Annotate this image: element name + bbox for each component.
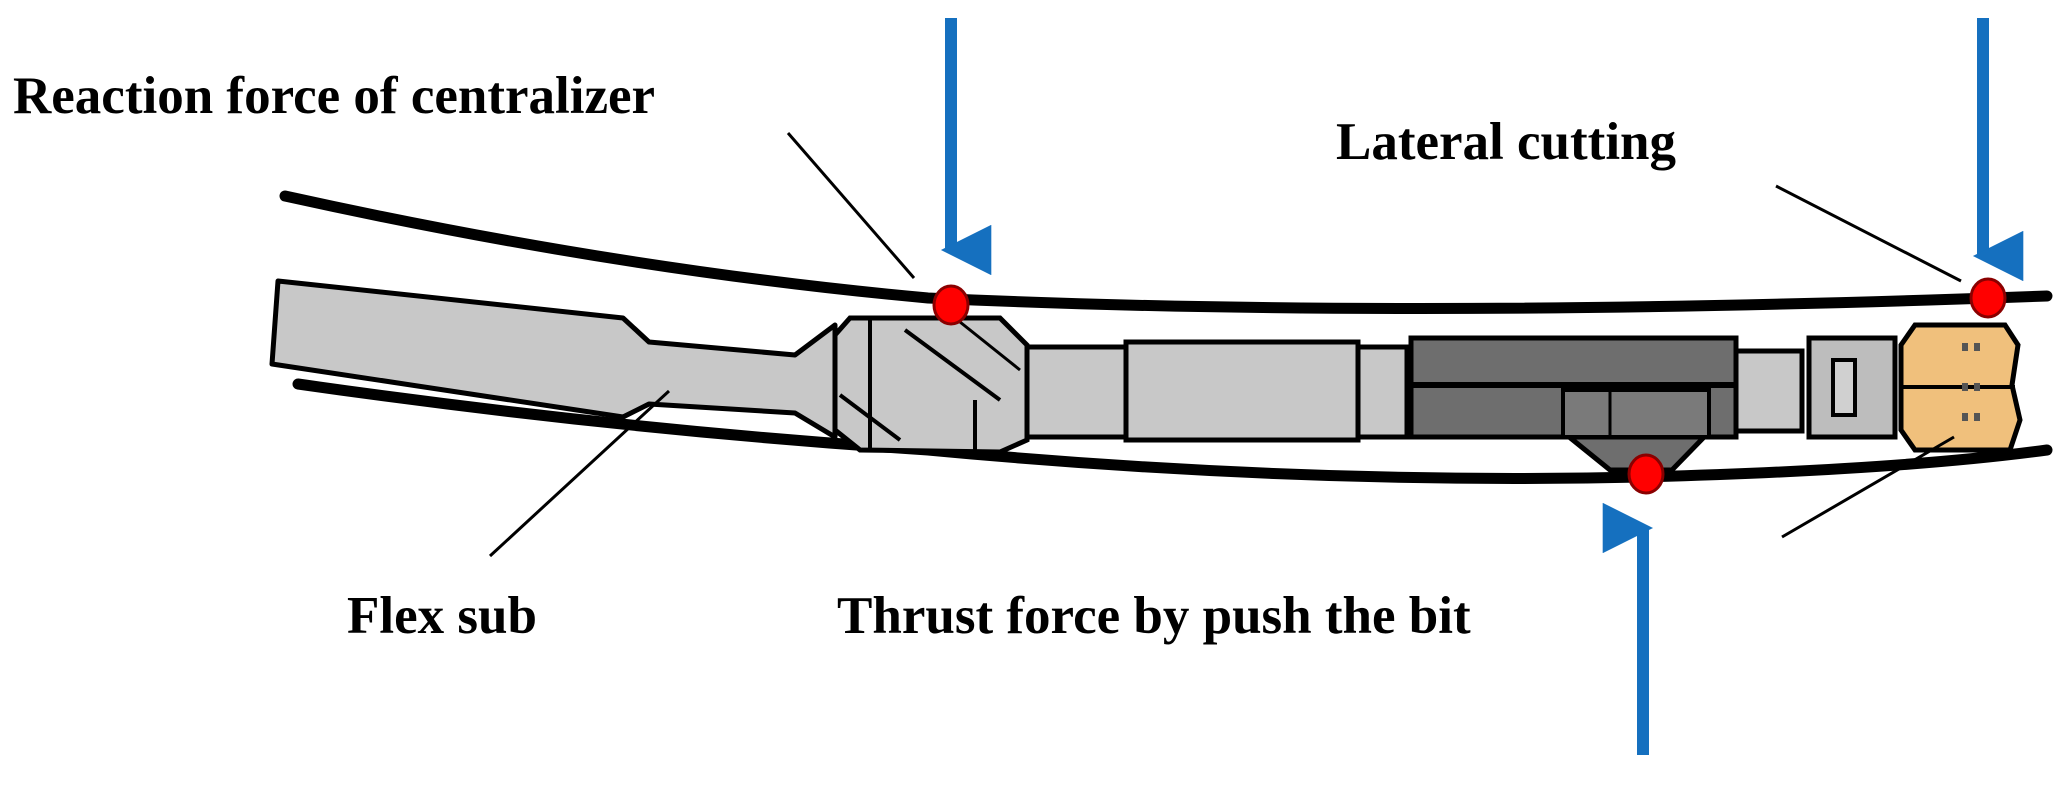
push-pad-housing [1408,335,1739,473]
leader-line-centralizer [786,132,916,279]
contact-point-push-pad [1627,453,1665,495]
contact-point-bit [1969,277,2007,319]
contact-point-centralizer [932,284,970,326]
centralizer [832,315,1030,455]
bit-sub-sleeve [1733,348,1805,434]
label-thrust-force: Thrust force by push the bit [837,587,1471,645]
label-reaction-force: Reaction force of centralizer [13,67,656,125]
leader-line-bit [1781,435,1955,539]
borehole-upper-wall [279,190,2053,315]
label-lateral-cutting: Lateral cutting [1336,113,1677,171]
mandrel-section-1 [1024,344,1129,440]
mandrel-section-3 [1355,344,1410,440]
bit-box [1806,335,1898,440]
label-flex-sub: Flex sub [347,587,537,645]
leader-line-lateral-cutting [1775,184,1962,283]
drill-bit [1898,322,2023,453]
mandrel-section-2 [1123,339,1361,443]
borehole-lower-wall [292,378,2053,484]
leader-line-flex-sub [488,389,671,558]
flex-sub-shape [269,278,838,440]
